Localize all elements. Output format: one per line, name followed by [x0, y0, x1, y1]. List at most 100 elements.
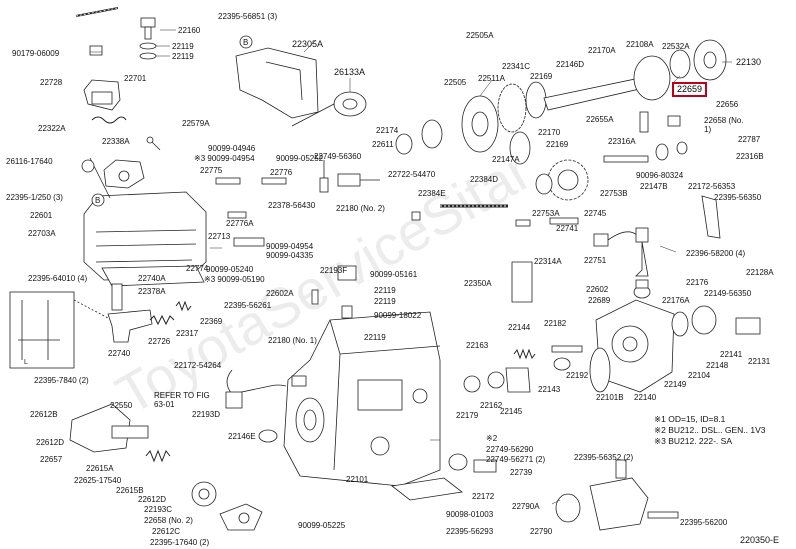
label-22395-56200: 22395-56200	[680, 518, 728, 527]
svg-text:B: B	[243, 38, 248, 47]
label-22656: 22656	[716, 100, 739, 109]
legend-note-3: ※3 BU212. 222-. SA	[654, 436, 732, 446]
label-22176: 22176	[686, 278, 709, 287]
label-22511A: 22511A	[478, 74, 505, 83]
washer-22147B	[655, 141, 688, 161]
label-22602A: 22602A	[266, 289, 294, 298]
plug-22146E	[258, 429, 278, 443]
label-90099-05252: 90099-05252	[276, 154, 324, 163]
roller-ring-22745	[535, 159, 589, 201]
washer-22147A	[509, 131, 531, 165]
pin-22741	[515, 217, 579, 227]
label-star2: ※2	[486, 434, 498, 443]
housing-22790	[555, 459, 679, 531]
label-22172-56353: 22172-56353	[688, 182, 736, 191]
bracket-22305A	[235, 47, 319, 119]
leader-lines	[90, 29, 732, 505]
bracket-22740	[107, 283, 153, 343]
label-22305A: 22305A	[292, 39, 324, 49]
label-22395-7840: 22395-7840 (2)	[34, 376, 89, 385]
drive-shaft-22108A	[543, 39, 727, 111]
label-90099-04946: 90099-04946	[208, 144, 256, 153]
legend-note-2: ※2 BU212.. DSL.. GEN.. 1V3	[654, 425, 766, 435]
label-22141: 22141	[720, 350, 743, 359]
plate-22612D	[191, 481, 217, 507]
label-22147A: 22147A	[492, 155, 520, 164]
pump-housing-22101	[283, 311, 441, 487]
label-90098-01003: 90098-01003	[446, 510, 494, 519]
washers-22162	[463, 367, 531, 393]
legend-note-1: ※1 OD=15, ID=8.1	[654, 414, 726, 424]
label-22104: 22104	[688, 371, 711, 380]
label-22740A: 22740A	[138, 274, 166, 283]
label-22625: 22625-17540	[74, 476, 122, 485]
label-22193F: 22193F	[320, 266, 348, 275]
label-22180-no1: 22180 (No. 1)	[268, 336, 317, 345]
label-22146E: 22146E	[228, 432, 256, 441]
spring-22615A	[145, 449, 171, 463]
label-22753A: 22753A	[532, 209, 560, 218]
label-22745: 22745	[584, 209, 607, 218]
bracket-22350A	[511, 261, 533, 303]
label-22657: 22657	[40, 455, 63, 464]
label-22172: 22172	[472, 492, 495, 501]
washers-22119	[139, 42, 157, 60]
label-22550: 22550	[110, 401, 133, 410]
label-22776: 22776	[270, 168, 293, 177]
label-22174: 22174	[376, 126, 399, 135]
label-22350A: 22350A	[464, 279, 492, 288]
label-22658-no2: 22658 (No. 2)	[144, 516, 193, 525]
bolt-22160	[140, 17, 156, 40]
label-22753B: 22753B	[600, 189, 628, 198]
label-22722-54470: 22722-54470	[388, 170, 436, 179]
ring-22192	[553, 357, 571, 371]
label-22749-56360: 22749-56360	[314, 152, 362, 161]
nut-90179	[89, 45, 103, 56]
label-22615A: 22615A	[86, 464, 114, 473]
label-22369: 22369	[200, 317, 223, 326]
label-22119d: 22119	[374, 297, 396, 306]
label-22378A: 22378A	[138, 287, 166, 296]
pulley-22505	[461, 95, 499, 153]
lever-22579A	[146, 136, 161, 151]
label-22128A: 22128A	[746, 268, 774, 277]
label-22395-56350: 22395-56350	[714, 193, 762, 202]
label-90099-05225: 90099-05225	[298, 521, 346, 530]
gear-22511A	[497, 83, 527, 133]
label-22787: 22787	[738, 135, 761, 144]
svg-text:L: L	[24, 359, 28, 366]
label-22384E: 22384E	[418, 189, 446, 198]
label-22101B: 22101B	[596, 393, 624, 402]
label-22655A: 22655A	[586, 115, 614, 124]
label-22149: 22149	[664, 380, 687, 389]
seal-22176	[671, 305, 717, 337]
label-22140: 22140	[634, 393, 657, 402]
label-22751: 22751	[584, 256, 607, 265]
label-22384D: 22384D	[470, 175, 499, 184]
plate-22701	[83, 79, 121, 111]
label-22396-58200: 22396-58200 (4)	[686, 249, 746, 258]
detail-inset: L	[9, 291, 109, 369]
circled-B-labels: B B	[91, 35, 253, 207]
label-22774: 22774	[186, 264, 209, 273]
gasket-22739	[448, 453, 497, 473]
label-22703A: 22703A	[28, 229, 56, 238]
gasket-22774	[101, 265, 205, 287]
label-22341C: 22341C	[502, 62, 531, 71]
solenoid-22751	[593, 227, 649, 277]
label-22119c: 22119	[374, 286, 396, 295]
label-22395-17640: 22395-17640 (2)	[150, 538, 210, 547]
label-22322A: 22322A	[38, 124, 66, 133]
label-22611: 22611	[372, 140, 394, 149]
label-22728: 22728	[40, 78, 63, 87]
label-22317: 22317	[176, 329, 199, 338]
label-22615B: 22615B	[116, 486, 144, 495]
label-22193D: 22193D	[192, 410, 221, 419]
label-22119b: 22119	[172, 52, 194, 61]
label-22169b: 22169	[546, 140, 569, 149]
label-22172-54264: 22172-54264	[174, 361, 222, 370]
label-22740: 22740	[108, 349, 131, 358]
label-90099-04954b: 90099-04954	[266, 242, 314, 251]
highlighted-part-label[interactable]: 22659	[672, 82, 708, 97]
